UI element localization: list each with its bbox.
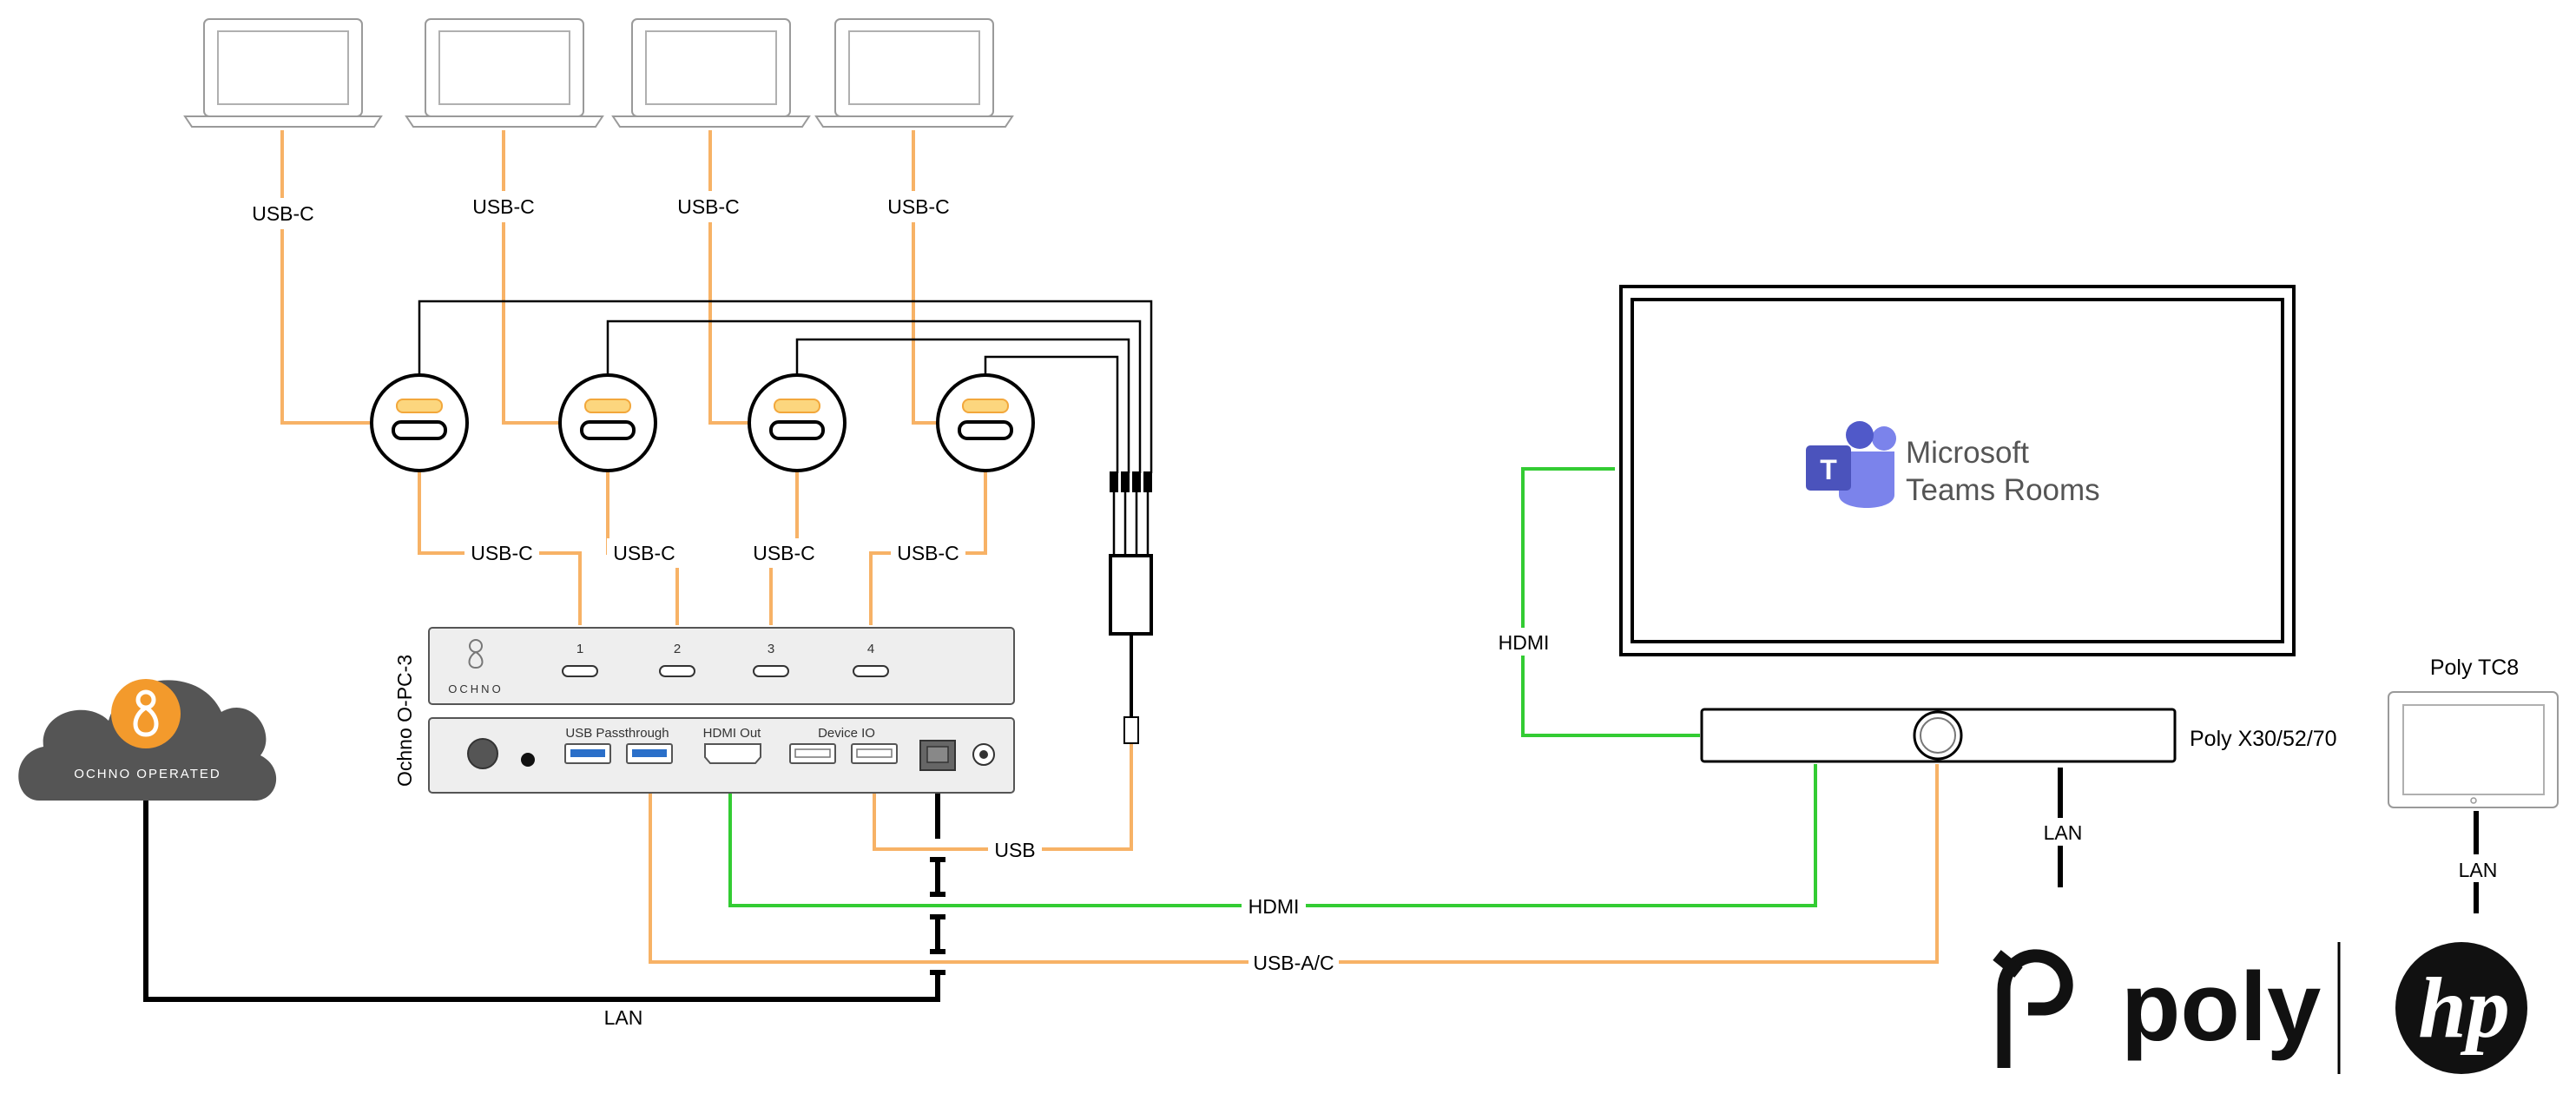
ochno-cloud-logo-icon — [111, 679, 181, 748]
control-splitter — [1109, 471, 1153, 744]
hdmi-display-cable-label: HDMI — [1499, 631, 1550, 654]
poly-tc8: Poly TC8 — [2388, 656, 2559, 808]
ochno-cloud: OCHNO OPERATED — [18, 679, 277, 801]
display-app-line1: Microsoft — [1906, 436, 2029, 470]
usbc-connector-2 — [558, 373, 657, 472]
control-line-1 — [418, 300, 1153, 473]
laptop-2 — [405, 18, 603, 128]
controller-brand: OCHNO — [448, 682, 503, 695]
usb-passthrough-port-2 — [626, 743, 673, 764]
lan-main-cable-label: LAN — [604, 1006, 643, 1029]
cable-usb-ac — [649, 764, 1939, 964]
hdmi-out-label: HDMI Out — [703, 726, 762, 741]
cable-laptop1-connector1 — [280, 130, 370, 425]
control-line-4 — [984, 355, 1119, 473]
connector-cable-label-2: USB-C — [613, 542, 675, 564]
tc8-screen — [2402, 704, 2545, 795]
controller-top-unit — [428, 627, 1015, 705]
usb-passthrough-label: USB Passthrough — [565, 726, 669, 741]
usbc-connector-4 — [936, 373, 1035, 472]
connector-cable-label-3: USB-C — [753, 542, 815, 564]
laptops — [184, 18, 1013, 128]
connector-cable-label-4: USB-C — [897, 542, 959, 564]
laptop-cable-label-1: USB-C — [252, 202, 314, 225]
hdmi-out-port — [704, 743, 761, 764]
cable-laptop3-connector3 — [708, 130, 748, 425]
usbc-connector-3 — [748, 373, 847, 472]
laptop-cable-label-3: USB-C — [677, 195, 740, 218]
poly-mark-icon — [1993, 949, 2073, 1068]
usb-ac-cable-label: USB-A/C — [1253, 952, 1334, 974]
poly-soundbar: Poly X30/52/70 — [1700, 708, 2337, 763]
usbc-port-3 — [753, 665, 789, 677]
hp-wordmark: hp — [2418, 959, 2510, 1056]
display: T Microsoft Teams Rooms — [1619, 285, 2296, 656]
device-io-port-2 — [851, 743, 898, 764]
display-app-line2: Teams Rooms — [1906, 473, 2100, 507]
status-led-icon — [521, 753, 535, 767]
laptop-cable-label-2: USB-C — [472, 195, 535, 218]
svg-text:T: T — [1820, 454, 1837, 485]
lan-tc8-cable-label: LAN — [2459, 859, 2498, 881]
usb-cable-label: USB — [994, 839, 1035, 861]
laptop-1 — [184, 18, 382, 128]
display-screen — [1631, 298, 2284, 643]
controller-model-label: Ochno O-PC-3 — [393, 655, 416, 787]
poly-wordmark: poly — [2121, 952, 2321, 1061]
lan-soundbar-cable-label: LAN — [2044, 821, 2083, 844]
usb-passthrough-port-1 — [564, 743, 611, 764]
laptop-cable-label-4: USB-C — [887, 195, 950, 218]
cable-lan-main — [143, 797, 940, 1002]
port-number-4: 4 — [867, 642, 874, 656]
cable-laptop4-connector4 — [912, 130, 938, 425]
port-number-2: 2 — [674, 642, 681, 656]
usbc-port-4 — [853, 665, 889, 677]
laptop-4 — [815, 18, 1013, 128]
ethernet-port-icon — [919, 740, 956, 771]
poly-logo: poly — [1993, 942, 2341, 1074]
usbc-port-1 — [562, 665, 598, 677]
usbc-connector-1 — [370, 373, 469, 472]
laptop-3 — [612, 18, 810, 128]
power-button-icon — [467, 738, 498, 769]
lan-crossover-marks — [930, 778, 945, 999]
usbc-port-2 — [659, 665, 695, 677]
device-io-label: Device IO — [818, 726, 875, 741]
teams-logo-icon: T — [1806, 421, 1896, 508]
hp-logo: hp — [2395, 942, 2527, 1074]
tc8-label: Poly TC8 — [2430, 656, 2519, 680]
cable-labels: USB-C USB-C USB-C USB-C USB-C USB-C USB-… — [246, 191, 2500, 1029]
cable-hdmi-display — [1521, 467, 1700, 737]
hdmi-cable-label: HDMI — [1248, 895, 1300, 918]
ochno-controller: Ochno O-PC-3 OCHNO 1 2 3 4 USB Passthrou… — [393, 627, 1015, 794]
port-number-3: 3 — [768, 642, 774, 656]
splitter-box — [1109, 554, 1153, 636]
cable-laptop2-connector2 — [502, 130, 559, 425]
port-number-1: 1 — [576, 642, 583, 656]
dc-power-port-icon — [972, 743, 995, 766]
cloud-label: OCHNO OPERATED — [74, 767, 221, 781]
control-line-3 — [795, 338, 1130, 473]
device-io-port-1 — [789, 743, 836, 764]
soundbar-label: Poly X30/52/70 — [2190, 727, 2337, 751]
connector-cable-label-1: USB-C — [471, 542, 533, 564]
ochno-logo-icon — [468, 639, 484, 669]
control-line-2 — [606, 320, 1142, 473]
splitter-usb-plug — [1123, 716, 1139, 744]
